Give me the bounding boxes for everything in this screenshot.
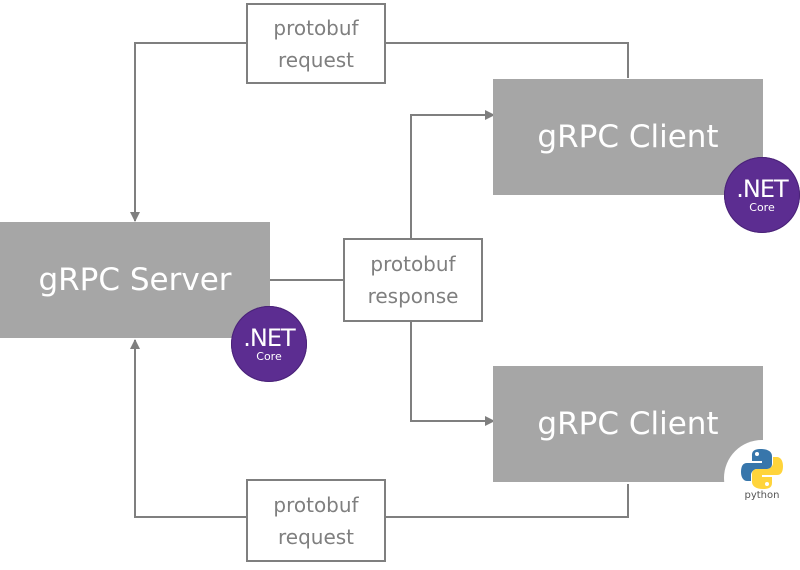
python-logo-icon <box>741 449 783 489</box>
request-top-line2: request <box>277 47 355 72</box>
protobuf-response-box: protobuf response <box>343 238 483 322</box>
dotnet-core-text: Core <box>256 349 282 363</box>
dotnet-logo-text: .NET <box>736 174 788 203</box>
python-wordmark: python <box>744 490 780 501</box>
dotnet-logo-text: .NET <box>243 323 295 352</box>
grpc-server-box: gRPC Server <box>0 222 270 338</box>
response-line2: response <box>367 284 459 308</box>
response-to-top-client-connector <box>410 110 495 239</box>
protobuf-request-bottom-box: protobuf request <box>246 479 386 562</box>
grpc-client-top-box: gRPC Client <box>493 79 763 195</box>
python-badge: python <box>724 440 800 516</box>
grpc-client-bottom-box: gRPC Client <box>493 366 763 482</box>
request-top-line1: protobuf <box>273 15 359 40</box>
grpc-server-label: gRPC Server <box>38 262 232 298</box>
request-bottom-line1: protobuf <box>273 492 359 517</box>
dotnet-core-text: Core <box>749 200 775 214</box>
dotnet-core-client-badge: .NET Core <box>724 157 800 233</box>
grpc-client-top-label: gRPC Client <box>537 119 719 155</box>
protobuf-request-top-box: protobuf request <box>246 3 386 84</box>
response-line1: protobuf <box>370 252 456 276</box>
request-bottom-line2: request <box>277 524 355 549</box>
response-to-bottom-client-connector <box>410 322 495 426</box>
dotnet-core-server-badge: .NET Core <box>231 306 307 382</box>
grpc-client-bottom-label: gRPC Client <box>537 406 719 442</box>
